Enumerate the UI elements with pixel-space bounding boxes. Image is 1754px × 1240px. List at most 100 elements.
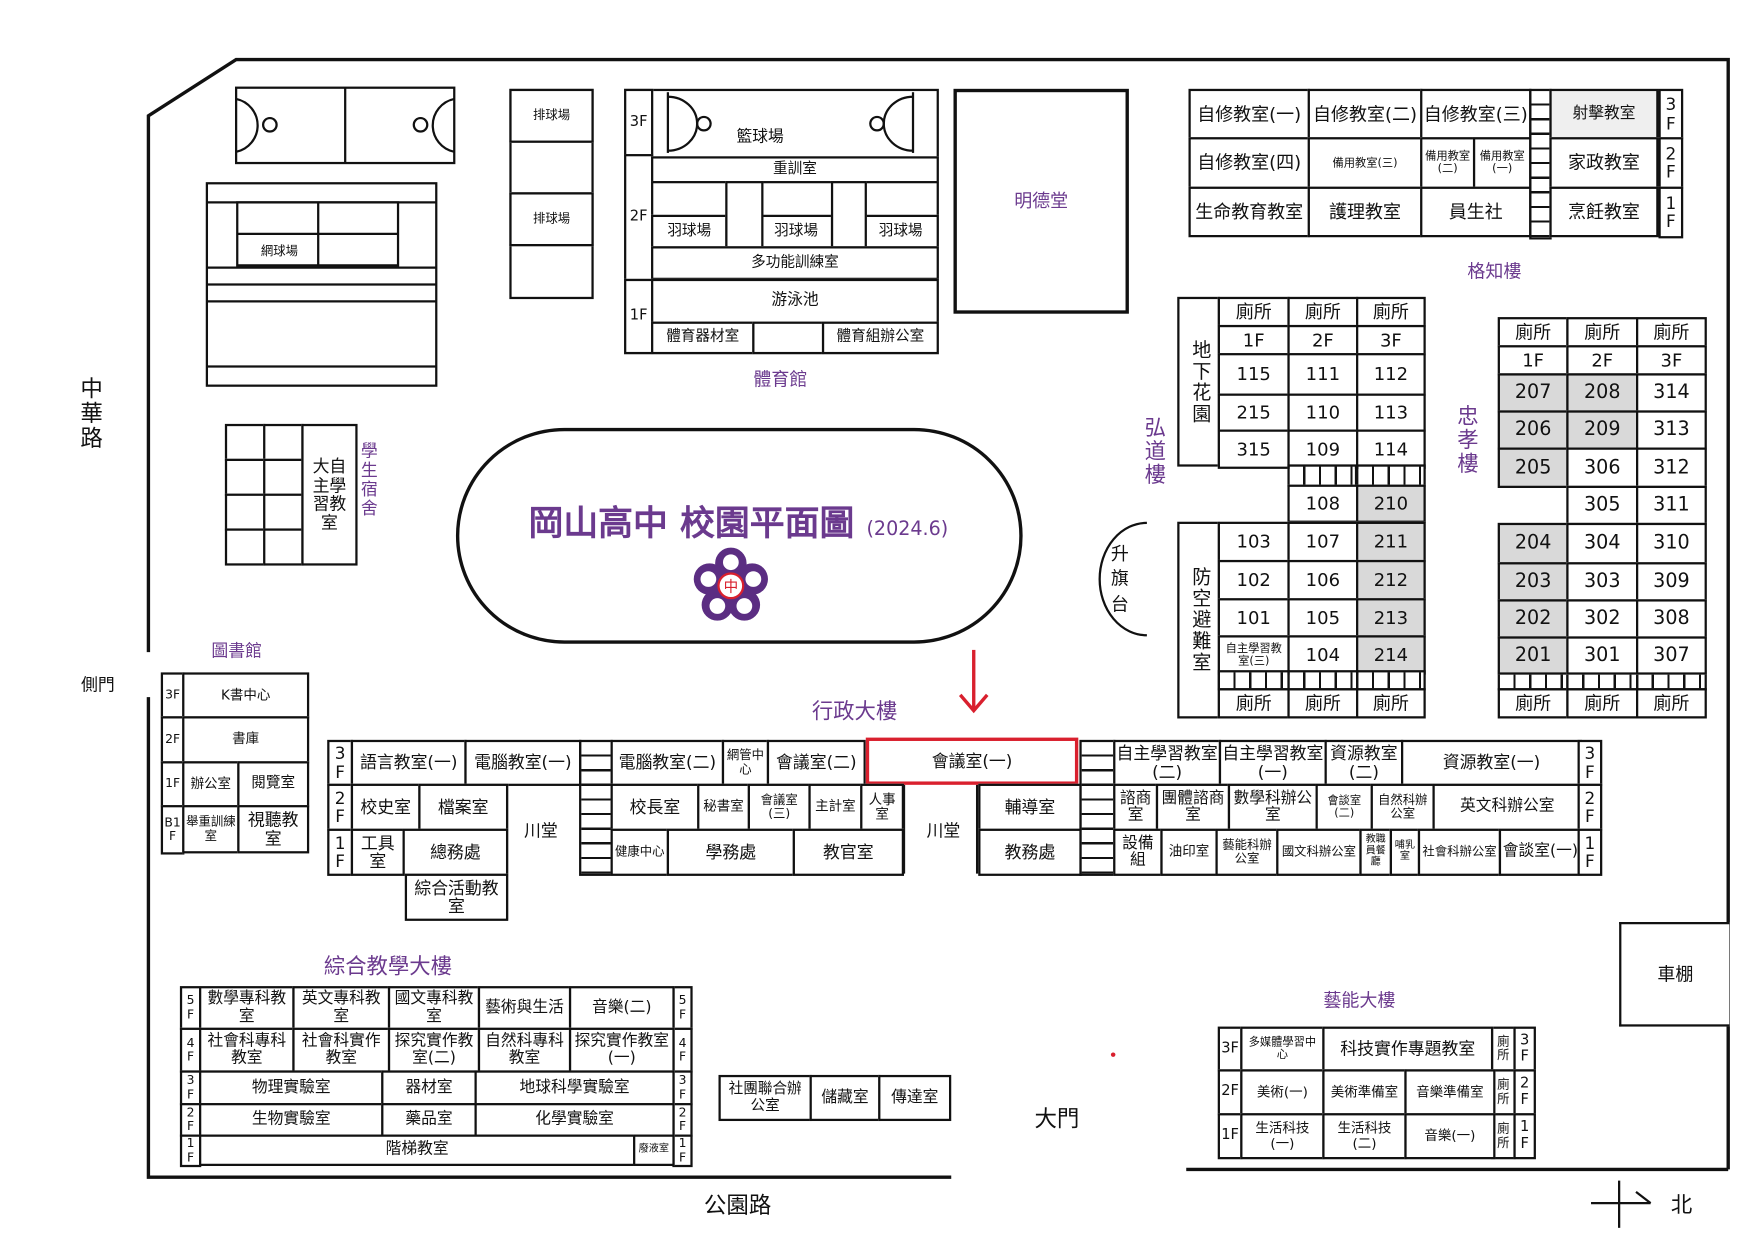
gym-divider <box>725 181 764 249</box>
floor-label: 1F <box>624 278 654 355</box>
floor-label: 3F <box>1658 88 1684 140</box>
admin-room: 輔導室 <box>978 783 1082 831</box>
tennis-courts <box>205 182 438 387</box>
floor-label: 3F <box>160 672 185 719</box>
arts-room: 生活科技(二) <box>1322 1113 1407 1160</box>
hongdao-label: 弘道樓 <box>1141 416 1167 487</box>
classroom: 113 <box>1356 393 1426 432</box>
gym-divider <box>830 181 867 249</box>
teaching-room: 社會科實作教室 <box>292 1027 391 1073</box>
floor-label: 2F <box>1513 1069 1536 1116</box>
restroom: 廁所 <box>1287 688 1359 719</box>
dorm-room <box>263 423 304 462</box>
teaching-room: 廢液室 <box>633 1134 675 1167</box>
teaching-label: 綜合教學大樓 <box>323 954 453 980</box>
gezhi-room: 自修教室(一) <box>1188 88 1310 140</box>
floor-label: 3F <box>1217 1026 1243 1072</box>
flag-platform-label: 升旗台 <box>1110 543 1129 615</box>
admin-room: 社會科辦公室 <box>1417 828 1502 876</box>
floor-label: 1F <box>1217 324 1290 356</box>
classroom: 303 <box>1566 562 1639 602</box>
floor-label: 2F <box>160 716 185 764</box>
library-room: K書中心 <box>182 672 310 719</box>
arts-room: 生活科技(一) <box>1240 1113 1325 1160</box>
floor-label: 2F <box>1658 137 1684 189</box>
classroom: 111 <box>1287 353 1359 396</box>
admin-room: 哺乳室 <box>1389 828 1421 876</box>
admin-room: 電腦教室(二) <box>610 739 725 786</box>
arts-room: 多媒體學習中心 <box>1240 1026 1325 1072</box>
badminton-court: 羽球場 <box>758 214 834 249</box>
admin-room: 資源教室(一) <box>1401 739 1583 786</box>
admin-room: 秘書室 <box>697 783 750 831</box>
classroom: 307 <box>1636 636 1707 675</box>
badminton-court: 羽球場 <box>862 214 939 249</box>
admin-room: 學務處 <box>666 828 795 876</box>
reception-room: 傳達室 <box>878 1074 952 1122</box>
classroom: 106 <box>1287 559 1359 601</box>
classroom: 115 <box>1217 353 1290 396</box>
classroom: 114 <box>1356 429 1426 469</box>
north-arrow-icon <box>1591 1180 1652 1228</box>
stairs <box>1356 464 1426 487</box>
restroom: 廁所 <box>1497 688 1569 719</box>
library-room: 視聽教室 <box>237 805 310 854</box>
classroom: 204 <box>1497 522 1569 565</box>
restroom: 廁所 <box>1636 317 1707 348</box>
teaching-room: 地球科學實驗室 <box>474 1070 675 1106</box>
floor-label: 1F <box>1577 828 1603 876</box>
classroom: 110 <box>1287 393 1359 432</box>
arts-room: 美術準備室 <box>1322 1069 1407 1116</box>
classroom: 213 <box>1356 598 1426 638</box>
classroom: 103 <box>1217 521 1290 563</box>
teaching-room: 探究實作教室(二) <box>387 1027 481 1073</box>
teaching-room: 化學實驗室 <box>474 1103 675 1137</box>
floor-label: 1F <box>672 1134 693 1168</box>
gezhi-room: 烹飪教室 <box>1549 186 1659 238</box>
floor-label: 1F <box>1658 186 1684 239</box>
gym-weights-room: 重訓室 <box>651 156 939 184</box>
classroom: 306 <box>1566 447 1639 488</box>
classroom: 313 <box>1636 410 1707 450</box>
classroom: 109 <box>1287 429 1359 469</box>
admin-room: 英文科辦公室 <box>1432 783 1583 831</box>
admin-room: 教職員餐廳 <box>1359 828 1393 876</box>
floor-label: 5F <box>179 986 202 1030</box>
admin-room: 會談室(一) <box>1498 828 1583 876</box>
bike-shed: 車棚 <box>1619 922 1730 1027</box>
library-room: 舉重訓練室 <box>182 805 240 854</box>
teaching-room: 社會科專科教室 <box>199 1027 295 1073</box>
admin-room: 團體諮商室 <box>1155 783 1231 831</box>
classroom: 205 <box>1497 447 1569 488</box>
classroom: 108 <box>1287 484 1359 523</box>
admin-room: 國文科辦公室 <box>1276 828 1362 876</box>
floor-label: 3F <box>1636 345 1707 376</box>
floor-label: 4F <box>672 1027 693 1073</box>
stairs <box>1287 464 1358 487</box>
teaching-room: 階梯教室 <box>199 1134 636 1167</box>
floor-label: 1F <box>160 761 185 808</box>
dorm-room <box>224 528 266 566</box>
gezhi-room: 備用教室(一) <box>1472 137 1532 189</box>
gezhi-room: 護理教室 <box>1307 186 1423 238</box>
restroom: 廁所 <box>1217 296 1290 328</box>
badminton-court: 羽球場 <box>651 214 728 249</box>
classroom: 215 <box>1217 393 1290 432</box>
classroom: 301 <box>1566 636 1639 675</box>
gym-multi-room: 多功能訓練室 <box>651 246 939 280</box>
restroom: 廁所 <box>1636 688 1707 719</box>
admin-room: 人事室 <box>860 783 905 831</box>
floor-label: 2F <box>1577 783 1603 831</box>
library-room: 書庫 <box>182 716 310 764</box>
arts-room: 音樂(一) <box>1404 1113 1496 1160</box>
admin-hall-west: 川堂 <box>523 820 558 842</box>
floor-label: 2F <box>624 154 654 282</box>
classroom: 206 <box>1497 410 1569 450</box>
classroom: 112 <box>1356 353 1426 396</box>
restroom: 廁所 <box>1356 688 1426 719</box>
library-room: 閱覽室 <box>237 761 310 808</box>
restroom: 廁所 <box>1566 688 1639 719</box>
arts-room: 科技實作專題教室 <box>1322 1026 1494 1072</box>
zhongxiao-label: 忠孝樓 <box>1453 404 1479 476</box>
